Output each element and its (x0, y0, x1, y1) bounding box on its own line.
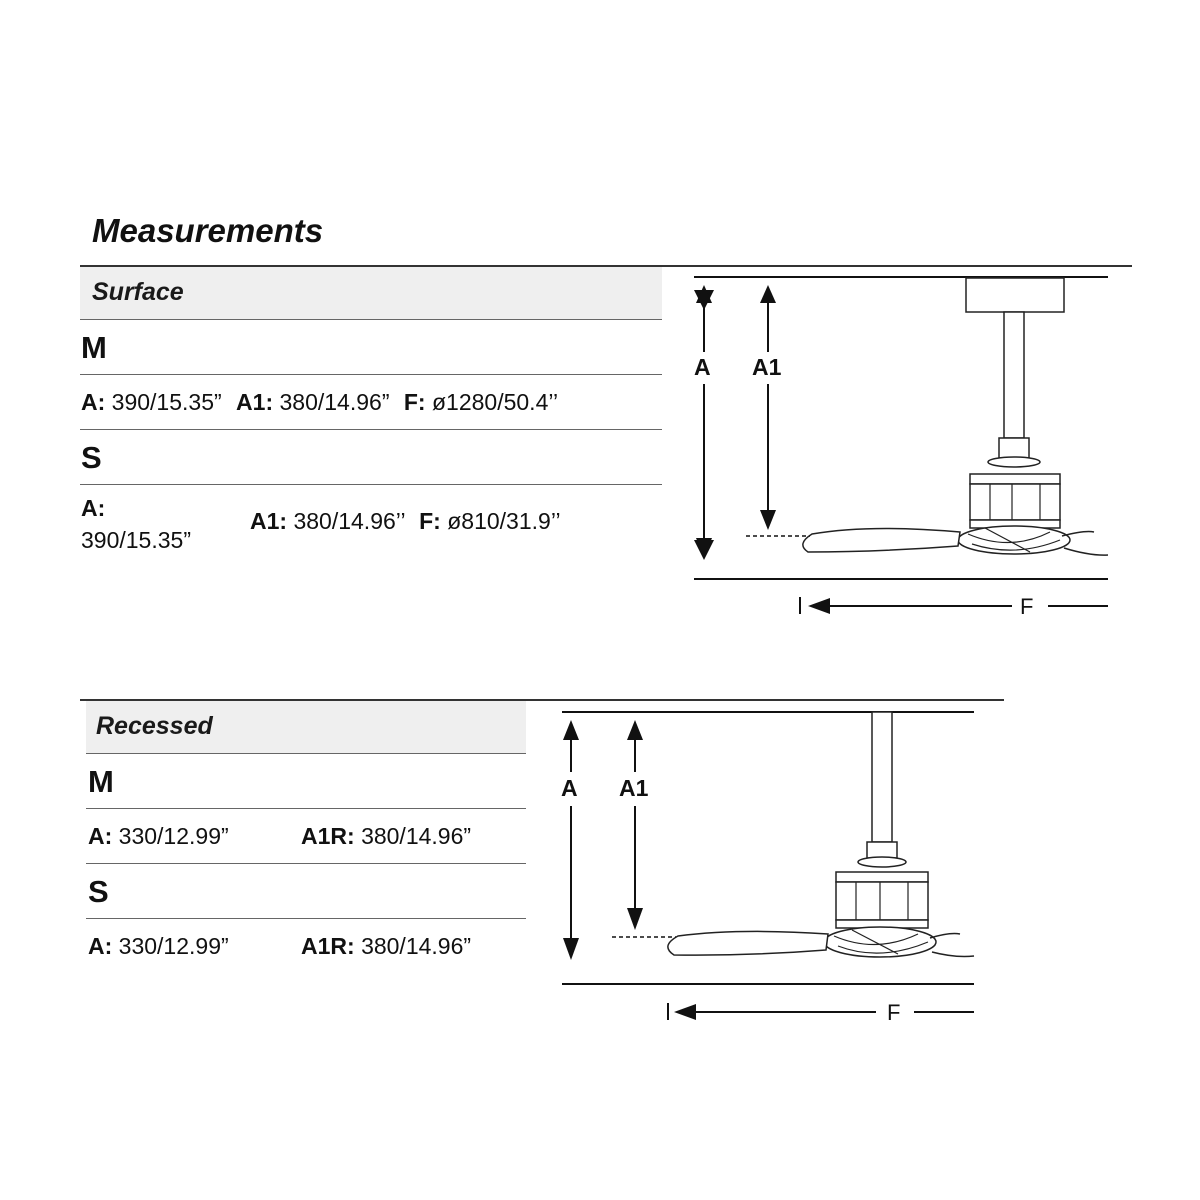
recessed-dim-f-label: F (887, 1000, 901, 1025)
surface-divider (80, 374, 662, 375)
surface-top-rule (80, 265, 1132, 267)
spec-value: ø1280/50.4’’ (431, 389, 559, 415)
surface-dim-a1-label: A1 (752, 354, 782, 380)
spec-key: A1R: (301, 933, 355, 959)
motor-housing (835, 881, 929, 921)
recessed-divider (86, 918, 526, 919)
blade-left (802, 527, 961, 553)
spec-key: A: (81, 495, 106, 521)
recessed-m-spec-a: A: 330/12.99” (88, 823, 229, 850)
surface-s-specs: A1: 380/14.96’’ F: ø810/31.9’’ (250, 508, 561, 535)
surface-m-specs: A: 390/15.35” A1: 380/14.96” F: ø1280/50… (81, 389, 558, 416)
motor-top (969, 473, 1061, 485)
recessed-divider (86, 808, 526, 809)
recessed-m-spec-a1r: A1R: 380/14.96” (301, 823, 471, 850)
spec-value: 380/14.96’’ (293, 508, 405, 534)
motor-housing (969, 483, 1061, 521)
spec-key: A: (81, 389, 106, 415)
canopy (965, 277, 1065, 313)
surface-dim-f-label: F (1020, 594, 1034, 619)
recessed-dim-a-label: A (561, 775, 578, 801)
spec-key: A: (88, 823, 113, 849)
motor-top (835, 871, 929, 883)
blade-right (1061, 530, 1095, 537)
recessed-dim-a1-label: A1 (619, 775, 649, 801)
spec-value: 390/15.35” (81, 527, 191, 553)
surface-divider (80, 429, 662, 430)
recessed-section-label: Recessed (96, 712, 213, 740)
spec-key: A1: (236, 389, 274, 415)
surface-fan-diagram (694, 276, 1109, 614)
surface-divider (80, 319, 662, 320)
downrod (871, 711, 893, 843)
spec-key: A1R: (301, 823, 355, 849)
spec-value: 380/14.96” (361, 933, 472, 959)
surface-header-band (80, 267, 662, 319)
recessed-divider (86, 753, 526, 754)
surface-divider (80, 484, 662, 485)
spec-key: A1: (250, 508, 288, 534)
surface-s-spec-a: A: 390/15.35” (81, 492, 191, 556)
recessed-header-band (86, 701, 526, 753)
spec-value: 380/14.96” (361, 823, 472, 849)
surface-dim-a-label: A (694, 354, 711, 380)
spec-value: 390/15.35” (111, 389, 222, 415)
spec-value: 330/12.99” (118, 823, 229, 849)
motor-ring (857, 856, 907, 868)
recessed-fan-diagram (562, 711, 975, 1020)
recessed-s-spec-a1r: A1R: 380/14.96” (301, 933, 471, 960)
downrod (1003, 311, 1025, 439)
recessed-divider (86, 863, 526, 864)
surface-size-s: S (81, 440, 102, 475)
downrod-collar (866, 841, 898, 859)
spec-key: A: (88, 933, 113, 959)
motor-ring (987, 456, 1041, 468)
spec-value: ø810/31.9’’ (447, 508, 561, 534)
spec-value: 330/12.99” (118, 933, 229, 959)
spec-key: F: (419, 508, 441, 534)
surface-section-label: Surface (92, 278, 184, 306)
recessed-s-spec-a: A: 330/12.99” (88, 933, 229, 960)
spec-key: F: (403, 389, 426, 415)
blade-right (929, 932, 961, 939)
recessed-size-s: S (88, 874, 109, 909)
recessed-top-rule (80, 699, 1004, 701)
spec-value: 380/14.96” (279, 389, 390, 415)
recessed-size-m: M (88, 764, 114, 799)
downrod-collar (998, 437, 1030, 459)
blade-left (667, 930, 829, 956)
page-title: Measurements (92, 212, 324, 249)
surface-size-m: M (81, 330, 107, 365)
